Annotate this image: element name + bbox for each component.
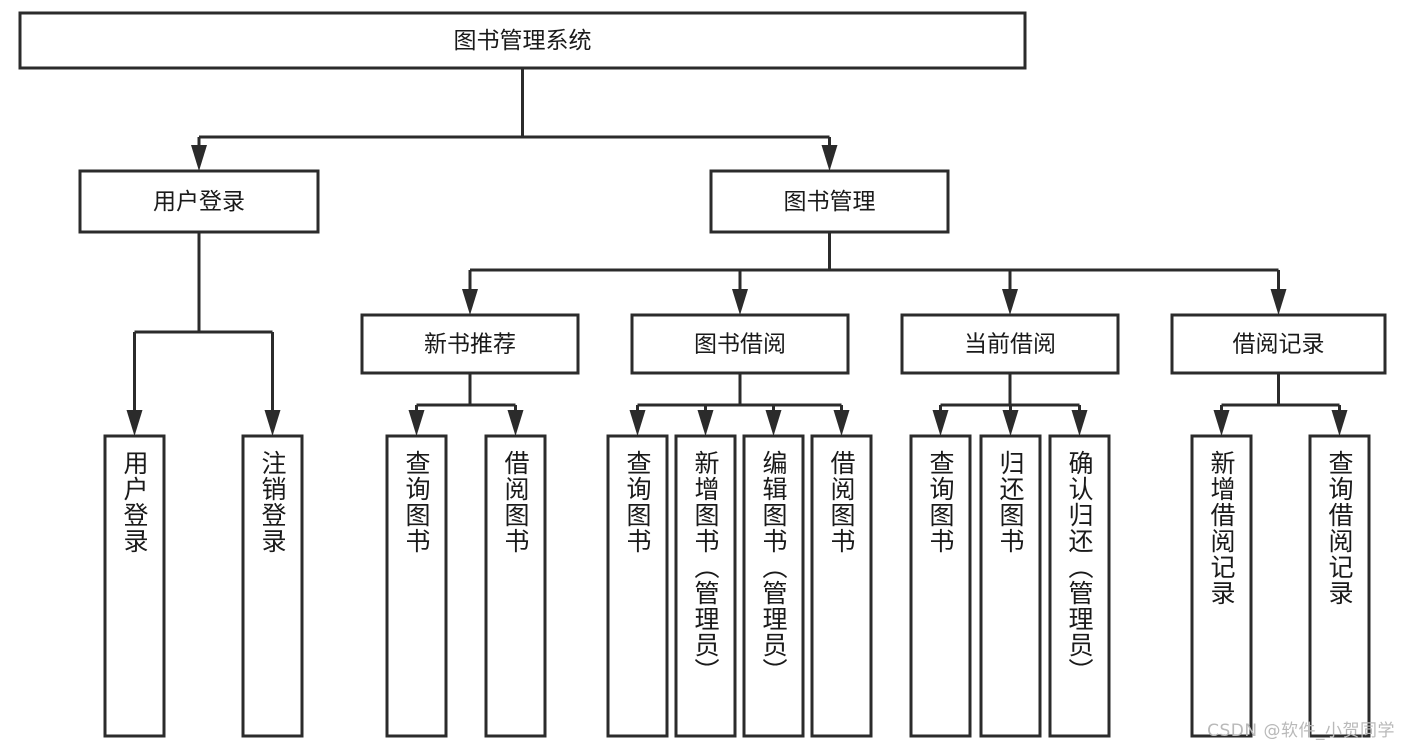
node-box[interactable] (810, 434, 873, 738)
arrow-head-icon (821, 145, 838, 171)
arrow-head-icon (833, 410, 850, 436)
arrow-head-icon (1331, 410, 1348, 436)
node-label: 图书管理系统 (454, 28, 592, 54)
node-root[interactable] (18, 11, 1027, 70)
connector-edges (126, 68, 1348, 436)
node-label: 借阅记录 (1233, 332, 1325, 358)
node-box[interactable] (18, 11, 1027, 70)
arrow-head-icon (697, 410, 714, 436)
node-box[interactable] (484, 434, 547, 738)
node-leaf-rec-add[interactable] (1190, 434, 1253, 738)
node-leaf-user-login[interactable] (103, 434, 166, 738)
arrow-head-icon (932, 410, 949, 436)
node-leaf-borrow-add[interactable] (674, 434, 737, 738)
node-box[interactable] (979, 434, 1042, 738)
node-box[interactable] (385, 434, 448, 738)
arrow-head-icon (1270, 289, 1287, 315)
arrow-head-icon (507, 410, 524, 436)
node-label: 用户登录 (153, 189, 245, 215)
node-box[interactable] (78, 169, 320, 234)
node-label: 图书管理 (784, 189, 876, 215)
node-borrow-record[interactable] (1170, 313, 1387, 375)
node-current-borrow[interactable] (900, 313, 1120, 375)
arrow-head-icon (629, 410, 646, 436)
node-leaf-cur-query[interactable] (909, 434, 972, 738)
arrow-head-icon (732, 289, 748, 315)
node-leaf-borrow-edit[interactable] (742, 434, 805, 738)
node-label: 图书借阅 (694, 332, 786, 358)
node-box[interactable] (742, 434, 805, 738)
node-box[interactable] (909, 434, 972, 738)
node-box[interactable] (360, 313, 580, 375)
node-leaf-rec-find[interactable] (1308, 434, 1371, 738)
node-book-borrow[interactable] (630, 313, 850, 375)
node-box[interactable] (606, 434, 669, 738)
node-box[interactable] (241, 434, 304, 738)
node-new-book-rec[interactable] (360, 313, 580, 375)
node-boxes (18, 11, 1387, 738)
node-label: 当前借阅 (964, 332, 1056, 358)
arrow-head-icon (126, 410, 143, 436)
node-box[interactable] (103, 434, 166, 738)
node-leaf-borrow-query[interactable] (606, 434, 669, 738)
arrow-head-icon (462, 289, 478, 315)
arrow-head-icon (1213, 410, 1230, 436)
arrow-head-icon (1071, 410, 1088, 436)
node-box[interactable] (674, 434, 737, 738)
node-leaf-borrow-do[interactable] (810, 434, 873, 738)
node-book-manage[interactable] (709, 169, 950, 234)
node-user-login[interactable] (78, 169, 320, 234)
node-box[interactable] (630, 313, 850, 375)
node-box[interactable] (900, 313, 1120, 375)
node-leaf-user-logout[interactable] (241, 434, 304, 738)
node-leaf-cur-return[interactable] (979, 434, 1042, 738)
node-leaf-rec-borrow[interactable] (484, 434, 547, 738)
node-leaf-rec-query[interactable] (385, 434, 448, 738)
node-box[interactable] (1048, 434, 1111, 738)
arrow-head-icon (408, 410, 425, 436)
node-leaf-cur-confirm[interactable] (1048, 434, 1111, 738)
node-label: 新书推荐 (424, 332, 516, 358)
arrow-head-icon (765, 410, 782, 436)
arrow-head-icon (1002, 289, 1018, 315)
arrow-head-icon (1002, 410, 1019, 436)
node-box[interactable] (709, 169, 950, 234)
node-box[interactable] (1308, 434, 1371, 738)
node-box[interactable] (1190, 434, 1253, 738)
arrow-head-icon (264, 410, 281, 436)
node-box[interactable] (1170, 313, 1387, 375)
arrow-head-icon (191, 145, 207, 171)
